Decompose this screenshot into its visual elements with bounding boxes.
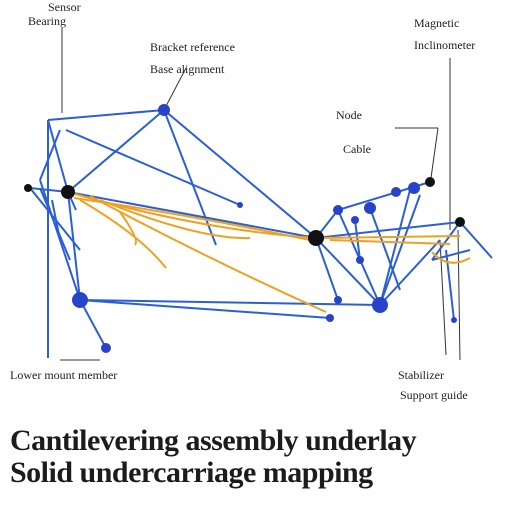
label-top-left-line2: Bearing bbox=[28, 14, 66, 28]
label-upper-center-line2: Base alignment bbox=[150, 62, 225, 76]
label-top-right-line2: Inclinometer bbox=[414, 38, 476, 52]
label-upper-center-line1: Bracket reference bbox=[150, 40, 235, 54]
label-mid-right-line1: Node bbox=[336, 108, 362, 122]
orange-members bbox=[67, 191, 471, 313]
heading-line2: Solid undercarriage mapping bbox=[10, 456, 373, 489]
heading-line1: Cantilevering assembly underlay bbox=[10, 424, 417, 457]
label-bottom-right-line2: Support guide bbox=[400, 388, 468, 402]
blue-truss bbox=[29, 108, 493, 358]
label-top-left-line1: Sensor bbox=[48, 0, 81, 14]
label-mid-right-line2: Cable bbox=[343, 142, 371, 156]
label-bottom-right-line1: Stabilizer bbox=[398, 368, 444, 382]
label-top-right-line1: Magnetic bbox=[414, 16, 460, 30]
nodes bbox=[24, 104, 465, 353]
label-bottom-left: Lower mount member bbox=[10, 368, 118, 382]
